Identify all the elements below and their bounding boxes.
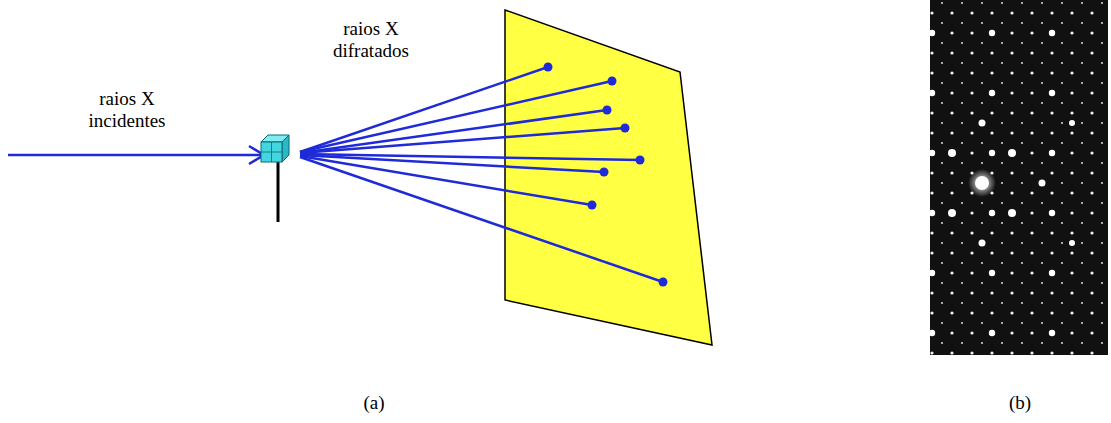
beam-label: raios X incidentes: [72, 88, 182, 132]
panel-label: (a): [352, 392, 396, 414]
detector-screen: [505, 10, 712, 345]
laue-pattern-photo: [930, 0, 1108, 355]
panel-label: (b): [998, 392, 1042, 414]
crystal-sample: [261, 135, 289, 222]
incident-beam: [8, 146, 264, 164]
beam-label: raios X difratados: [316, 18, 426, 62]
diffracted-rays: [300, 63, 668, 287]
